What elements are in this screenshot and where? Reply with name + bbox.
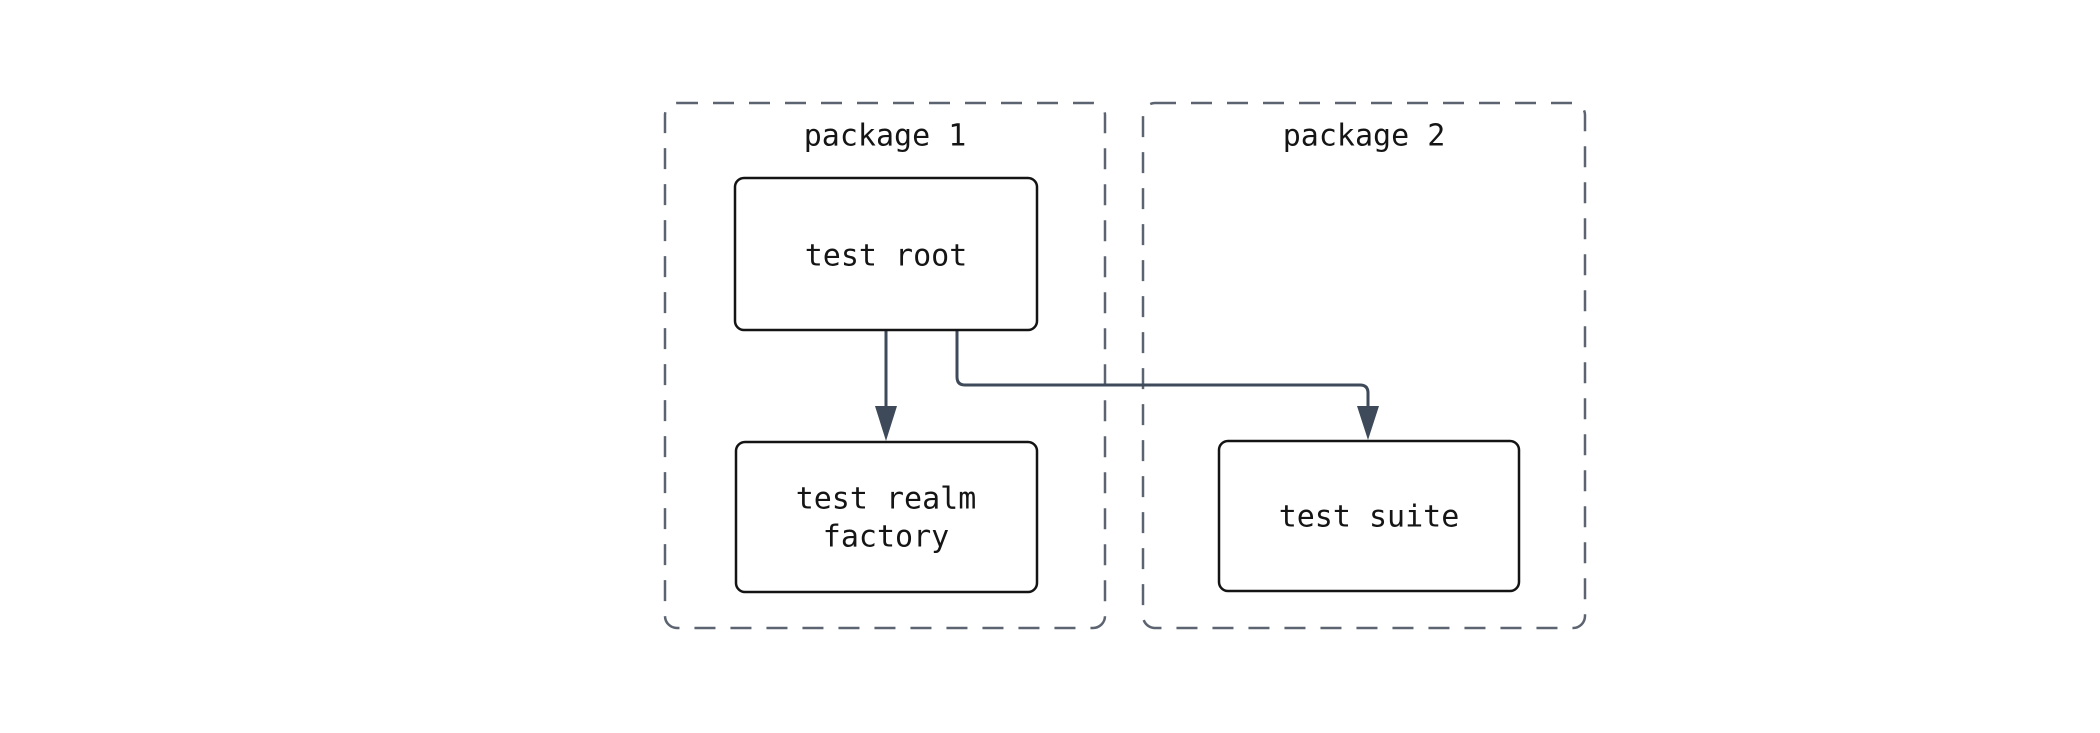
edge-test-root-to-test-suite-line [955, 331, 1370, 408]
group-package-1: package 1 [663, 101, 1107, 630]
node-test-suite-box [1217, 439, 1521, 593]
edge-test-root-to-test-realm-factory [875, 331, 897, 441]
node-test-realm-factory-label-line2: factory [823, 520, 949, 555]
node-test-suite-label: test suite [1279, 500, 1460, 535]
group-package-2-label: package 2 [1283, 119, 1446, 154]
node-test-realm-factory-box [734, 440, 1039, 594]
group-package-2-border [1141, 101, 1587, 630]
node-test-root-label: test root [805, 239, 968, 274]
node-test-realm-factory: test realm factory [734, 440, 1039, 594]
arrowhead-down-icon [1357, 406, 1379, 440]
node-test-root: test root [733, 176, 1039, 332]
edge-test-root-to-test-suite [955, 331, 1379, 440]
node-test-suite: test suite [1217, 439, 1521, 593]
group-package-1-border [663, 101, 1107, 630]
node-test-realm-factory-label-line1: test realm [796, 482, 977, 517]
group-package-2: package 2 [1141, 101, 1587, 630]
group-package-1-label: package 1 [804, 119, 967, 154]
arrowhead-down-icon [875, 406, 897, 441]
node-test-root-box [733, 176, 1039, 332]
